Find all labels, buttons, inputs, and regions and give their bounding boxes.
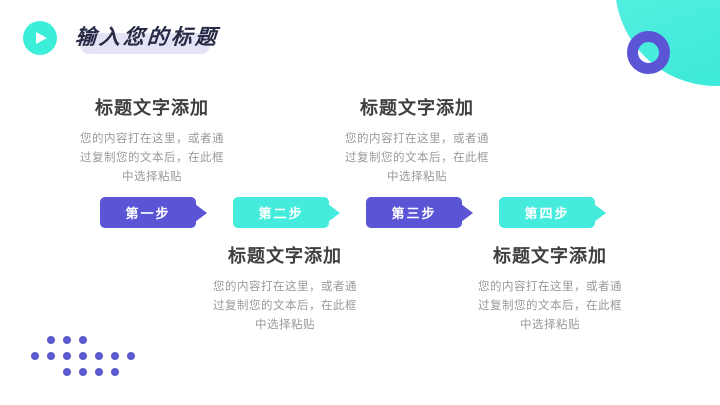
- text-block-3: 标题文字添加 您的内容打在这里，或者通 过复制您的文本后，在此框 中选择粘贴: [190, 242, 380, 335]
- text-block-heading: 标题文字添加: [360, 98, 474, 118]
- text-block-heading: 标题文字添加: [95, 98, 209, 118]
- text-block-heading: 标题文字添加: [493, 246, 607, 266]
- dot: [127, 352, 135, 360]
- dot: [63, 368, 71, 376]
- text-block-body-line: 中选择粘贴: [255, 319, 315, 331]
- text-block-body-line: 过复制您的文本后，在此框: [478, 300, 622, 312]
- step-1-arrow: 第一步: [100, 197, 196, 228]
- dot: [47, 352, 55, 360]
- text-block-4: 标题文字添加 您的内容打在这里，或者通 过复制您的文本后，在此框 中选择粘贴: [455, 242, 645, 335]
- page-title: 输入您的标题: [74, 26, 220, 49]
- dot: [95, 352, 103, 360]
- text-block-body-line: 中选择粘贴: [520, 319, 580, 331]
- dot-row: [63, 368, 135, 376]
- step-label: 第四步: [524, 206, 570, 221]
- text-block-1: 标题文字添加 您的内容打在这里，或者通 过复制您的文本后，在此框 中选择粘贴: [57, 94, 247, 187]
- dot: [63, 352, 71, 360]
- dot: [79, 352, 87, 360]
- text-block-body-line: 您的内容打在这里，或者通: [478, 281, 622, 293]
- dot: [79, 368, 87, 376]
- text-block-body-line: 过复制您的文本后，在此框: [345, 152, 489, 164]
- text-block-body-line: 您的内容打在这里，或者通: [80, 133, 224, 145]
- dot-row: [31, 352, 135, 360]
- step-2-arrow: 第二步: [233, 197, 329, 228]
- dot: [111, 352, 119, 360]
- text-block-body-line: 中选择粘贴: [122, 171, 182, 183]
- dot: [47, 336, 55, 344]
- slide-header: 输入您的标题: [23, 21, 220, 55]
- text-block-body-line: 您的内容打在这里，或者通: [213, 281, 357, 293]
- title-highlight: [80, 33, 210, 54]
- dot: [31, 352, 39, 360]
- dot: [63, 336, 71, 344]
- text-block-2: 标题文字添加 您的内容打在这里，或者通 过复制您的文本后，在此框 中选择粘贴: [322, 94, 512, 187]
- purple-ring-decoration: [627, 31, 670, 74]
- step-label: 第三步: [391, 206, 437, 221]
- title-block: 输入您的标题: [74, 21, 220, 55]
- play-icon: [23, 21, 57, 55]
- text-block-body-line: 中选择粘贴: [387, 171, 447, 183]
- dot: [79, 336, 87, 344]
- step-label: 第二步: [258, 206, 304, 221]
- dot-row: [47, 336, 135, 344]
- text-block-body-line: 您的内容打在这里，或者通: [345, 133, 489, 145]
- text-block-body-line: 过复制您的文本后，在此框: [213, 300, 357, 312]
- step-3-arrow: 第三步: [366, 197, 462, 228]
- text-block-heading: 标题文字添加: [228, 246, 342, 266]
- step-4-arrow: 第四步: [499, 197, 595, 228]
- dot: [111, 368, 119, 376]
- step-label: 第一步: [125, 206, 171, 221]
- text-block-body-line: 过复制您的文本后，在此框: [80, 152, 224, 164]
- dot: [95, 368, 103, 376]
- dots-pattern: [31, 336, 135, 384]
